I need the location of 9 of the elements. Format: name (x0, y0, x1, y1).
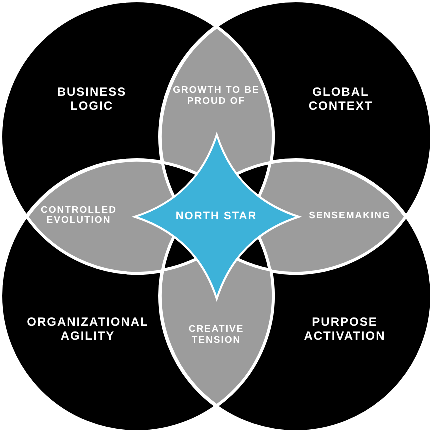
overlap-label: CONTROLLED EVOLUTION (40, 206, 118, 228)
overlap-label: GROWTH TO BE PROUD OF (172, 86, 261, 108)
center-label: NORTH STAR (174, 210, 258, 223)
overlap-label: SENSEMAKING (308, 211, 392, 222)
circle-label: ORGANIZATIONAL AGILITY (26, 316, 150, 344)
overlap-label: CREATIVE TENSION (188, 325, 246, 347)
circle-label: BUSINESS LOGIC (56, 86, 128, 114)
circle-label: GLOBAL CONTEXT (308, 86, 374, 114)
circle-label: PURPOSE ACTIVATION (303, 316, 387, 344)
